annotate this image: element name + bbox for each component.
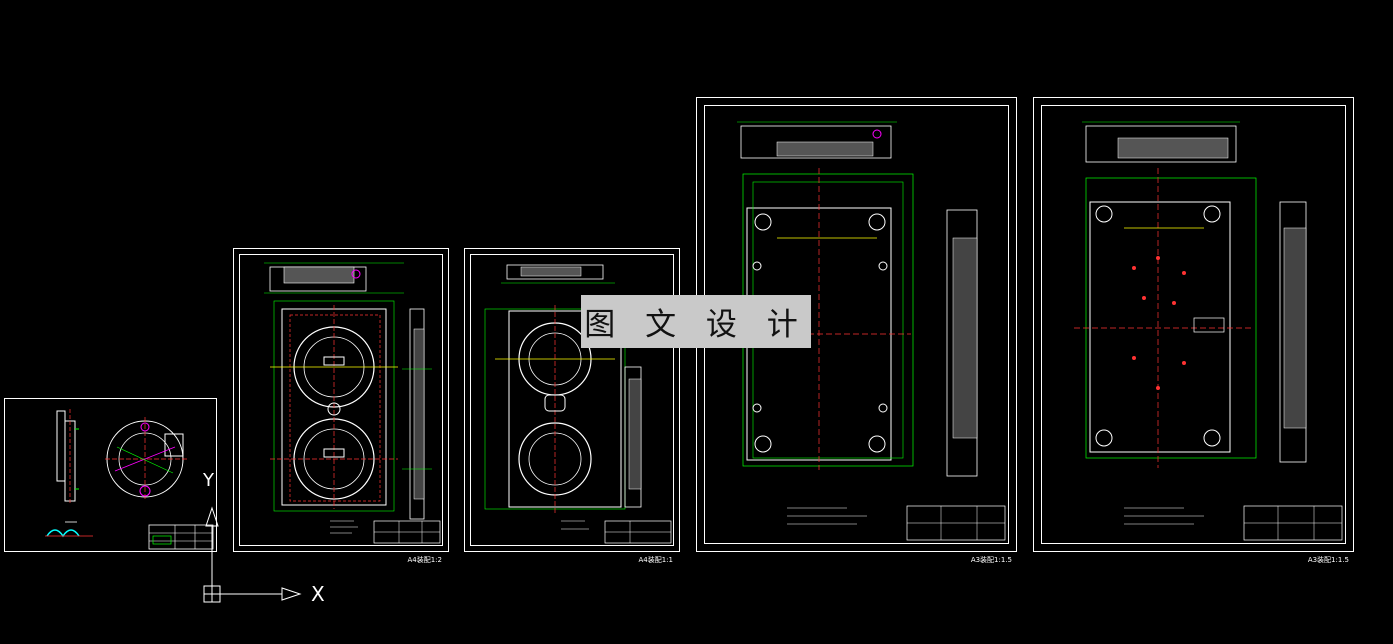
drawing-sheet-moving-plate[interactable]: A3装配1:1.5 [1033,97,1354,564]
drawing-sheet-assembly[interactable] [4,398,217,552]
sheet-inner-frame [470,254,674,546]
cavity-plate-drawing [264,262,441,544]
core-plate-drawing [484,264,672,544]
watermark-banner: 图 文 设 计 [581,295,811,348]
assembly-drawing [45,409,214,550]
sheet-scale-label: A4装配1:1 [638,556,673,564]
ucs-y-label: Y [203,470,214,491]
sheet-inner-frame [239,254,443,546]
sheet-scale-label: A4装配1:2 [407,556,442,564]
sheet-scale-label: A3装配1:1.5 [1307,556,1349,564]
moving-plate-drawing [1074,121,1343,541]
sheet-scale-label: A3装配1:1.5 [970,556,1012,564]
drawing-sheet-cavity-plate[interactable]: A4装配1:2 [233,248,449,564]
drawing-sheet-core-plate[interactable]: A4装配1:1 [464,248,680,564]
ucs-x-label: X [311,582,325,606]
fixed-plate-drawing [727,121,1006,541]
sheet-inner-frame [1041,105,1346,544]
ucs-axis-icon [203,506,302,603]
